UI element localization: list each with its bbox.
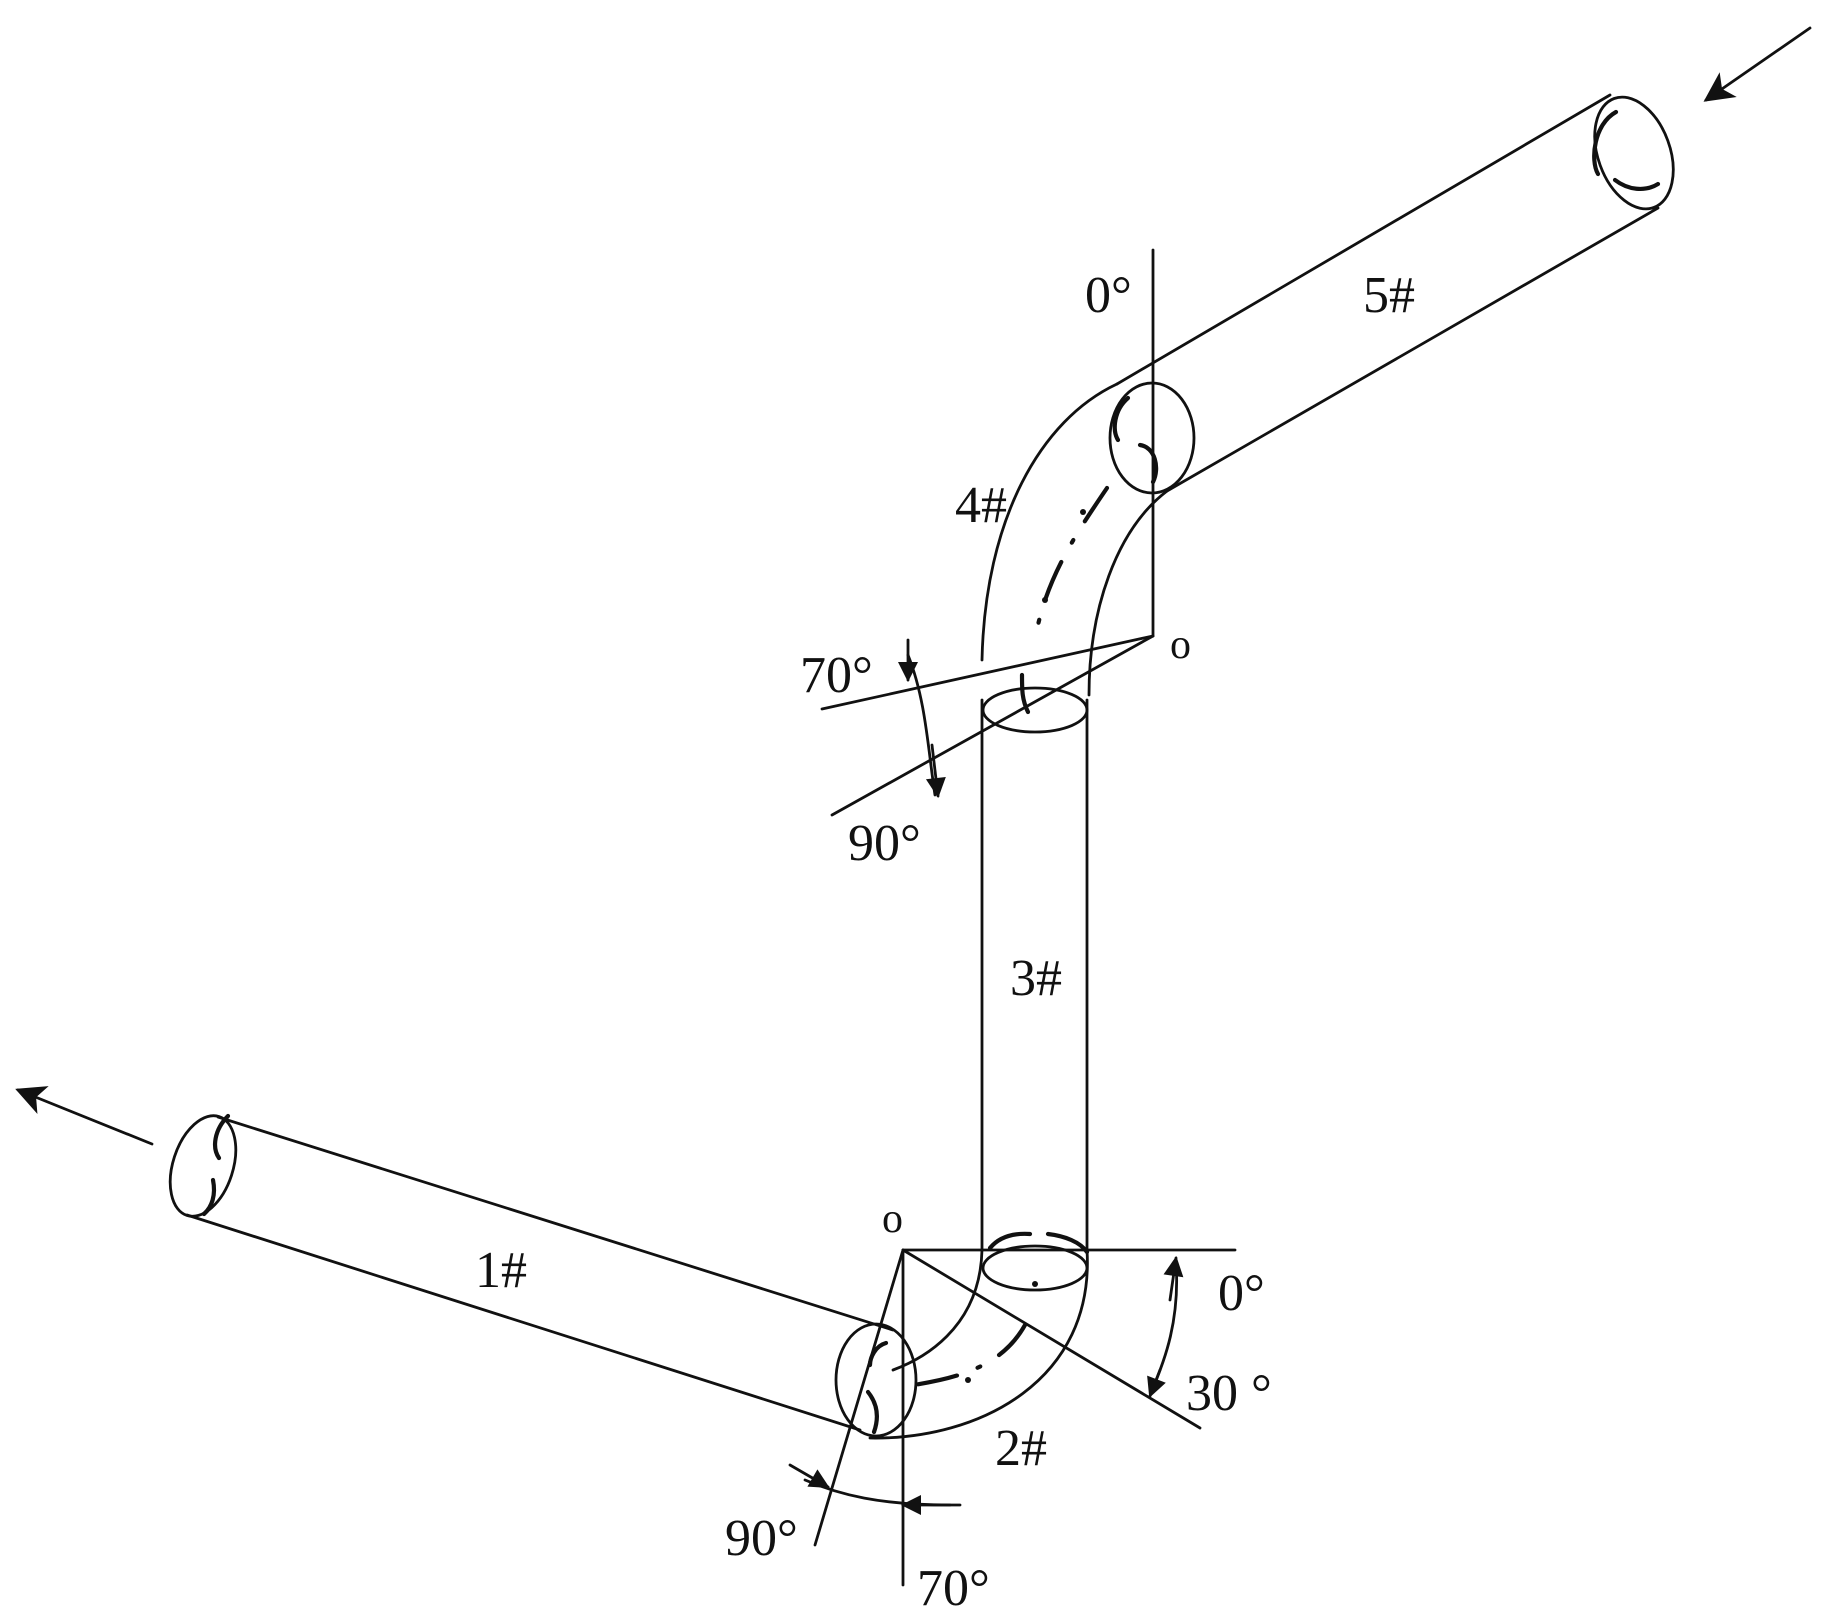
pipe-segment-3 xyxy=(980,672,1089,1252)
label-angle-top-0: 0° xyxy=(1085,267,1132,324)
label-angle-top-70: 70° xyxy=(800,647,873,704)
label-angle-bottom-30: 30 ° xyxy=(1186,1365,1272,1422)
label-segment-5: 5# xyxy=(1363,267,1415,324)
pipe-segment-5 xyxy=(1115,93,1675,493)
inlet-flow-arrow xyxy=(1703,26,1812,102)
outlet-flow-arrow xyxy=(15,1086,154,1146)
pipe-segment-1 xyxy=(168,1113,918,1438)
upper-reference-lines xyxy=(820,248,1155,817)
label-origin-bottom: o xyxy=(882,1196,903,1242)
label-segment-2: 2# xyxy=(995,1420,1047,1477)
lower-reference-lines xyxy=(813,1248,1237,1587)
elbow-segment-4 xyxy=(980,381,1196,697)
label-origin-top: o xyxy=(1170,622,1191,668)
label-segment-1: 1# xyxy=(475,1242,527,1299)
label-angle-top-90: 90° xyxy=(848,815,921,872)
lower-30deg-angle-arc xyxy=(1147,1256,1184,1398)
label-angle-bottom-90: 90° xyxy=(725,1510,798,1567)
label-angle-bottom-70: 70° xyxy=(917,1560,990,1617)
upper-angle-arc xyxy=(898,638,946,798)
label-segment-4: 4# xyxy=(955,477,1007,534)
lower-bottom-angle-arc xyxy=(788,1463,962,1515)
label-segment-3: 3# xyxy=(1010,950,1062,1007)
label-angle-bottom-0: 0° xyxy=(1218,1265,1265,1322)
